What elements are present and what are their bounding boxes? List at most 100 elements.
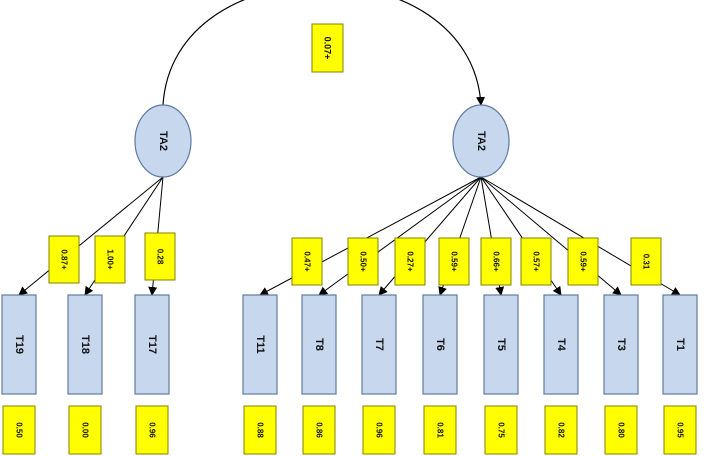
indicator-box [483,294,519,395]
loading-label-box [94,235,126,284]
loading-label-T17: 0.28 [144,232,176,281]
residual-label-box [243,405,277,455]
indicator-box [662,294,698,395]
residual-label-T17: 0.96 [135,405,169,455]
factor-correlation-arc [157,0,485,114]
residual-label-text: 0.00 [81,422,90,438]
indicator-box [603,294,639,395]
loading-label-box [630,237,662,286]
indicator-label: T19 [13,335,25,354]
indicator-label: T7 [373,338,385,351]
loading-label-T5: 0.66+ [480,237,512,286]
latent-factor-ellipse [134,104,192,178]
correlation-label-text: 0.07+ [323,37,333,60]
loading-label-box [394,237,426,286]
residual-label-text: 0.81 [436,422,445,438]
indicator-T11: T11 [242,294,278,395]
indicator-label: T11 [254,335,266,353]
residual-label-T8: 0.86 [302,405,336,455]
latent-factor-f2: TA2 [452,104,510,178]
indicator-T6: T6 [422,294,458,395]
loading-label-text: 0.27+ [406,251,415,272]
indicator-label: T18 [79,335,91,354]
loading-label-T1: 0.31 [630,237,662,286]
loading-label-T18: 1.00+ [94,235,126,284]
indicator-box [67,294,103,395]
loading-label-text: 0.57+ [532,251,541,272]
residual-label-T7: 0.96 [362,405,396,455]
loading-label-T7: 0.27+ [394,237,426,286]
loading-label-text: 1.00+ [106,249,115,270]
indicator-T3: T3 [603,294,639,395]
residual-label-box [423,405,457,455]
residual-label-text: 0.50 [15,422,24,438]
loading-label-text: 0.28 [156,249,165,265]
residual-label-box [2,405,36,455]
residual-label-box [663,405,697,455]
latent-factor-ellipse [452,104,510,178]
residual-label-T3: 0.80 [604,405,638,455]
indicator-label: T1 [674,338,686,351]
loading-label-T4: 0.57+ [520,237,552,286]
residual-label-T4: 0.82 [544,405,578,455]
loading-label-T11: 0.47+ [291,237,323,286]
loading-label-box [347,237,379,286]
loading-label-T6: 0.59+ [438,237,470,286]
loading-label-box [520,237,552,286]
residual-label-T1: 0.95 [663,405,697,455]
indicator-T17: T17 [134,294,170,395]
indicator-T7: T7 [361,294,397,395]
loading-label-box [567,237,599,286]
loading-label-box [291,237,323,286]
loading-label-box [438,237,470,286]
loading-label-text: 0.87+ [60,249,69,270]
loading-label-T8: 0.50+ [347,237,379,286]
indicator-T5: T5 [483,294,519,395]
residual-label-box [302,405,336,455]
loading-label-text: 0.59+ [579,251,588,272]
loading-label-box [144,232,176,281]
indicator-label: T8 [313,338,325,351]
residual-label-box [544,405,578,455]
indicator-label: T3 [615,338,627,351]
loading-edge-T8 [318,176,482,296]
loading-label-T3: 0.59+ [567,237,599,286]
loading-label-box [480,237,512,286]
indicator-label: T17 [146,335,158,354]
residual-label-T6: 0.81 [423,405,457,455]
loading-label-text: 0.59+ [450,251,459,272]
residual-label-box [362,405,396,455]
indicator-label: T6 [434,338,446,351]
indicator-T18: T18 [67,294,103,395]
indicator-box [543,294,579,395]
residual-label-T5: 0.75 [484,405,518,455]
latent-factor-label: TA2 [157,131,169,151]
indicator-T4: T4 [543,294,579,395]
residual-label-box [68,405,102,455]
residual-label-box [604,405,638,455]
loading-label-T19: 0.87+ [48,235,80,284]
loading-label-text: 0.47+ [303,251,312,272]
residual-label-T19: 0.50 [2,405,36,455]
loading-label-text: 0.31 [642,254,651,270]
latent-factor-label: TA2 [475,131,487,151]
indicator-label: T5 [495,338,507,351]
residual-label-text: 0.96 [375,422,384,438]
residual-label-text: 0.88 [256,422,265,438]
residual-label-text: 0.86 [315,422,324,438]
residual-label-text: 0.75 [497,422,506,438]
indicator-box [1,294,37,395]
residual-label-T18: 0.00 [68,405,102,455]
residual-label-text: 0.82 [557,422,566,438]
residual-label-text: 0.95 [676,422,685,438]
correlation-label: 0.07+ [311,23,344,73]
loading-label-text: 0.50+ [359,251,368,272]
indicator-box [242,294,278,395]
residual-label-T11: 0.88 [243,405,277,455]
residual-label-text: 0.96 [148,422,157,438]
latent-factor-f1: TA2 [134,104,192,178]
indicator-label: T4 [555,338,567,352]
indicator-box [301,294,337,395]
